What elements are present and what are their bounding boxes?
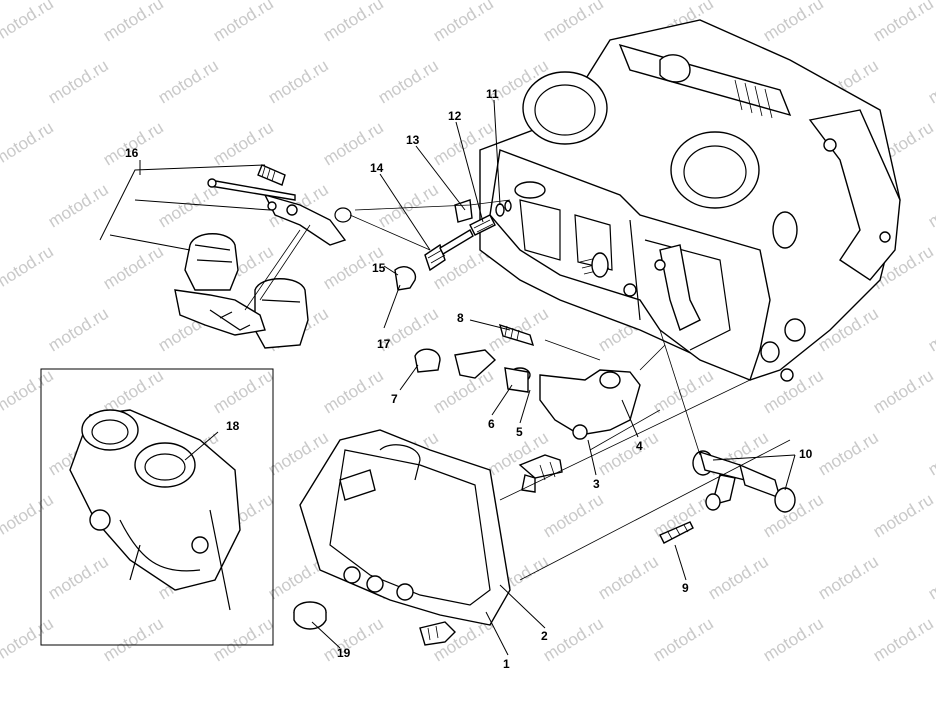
callout-19: 19 xyxy=(337,646,351,660)
carburetor-body xyxy=(479,19,901,382)
callout-12: 12 xyxy=(448,109,462,123)
callout-5: 5 xyxy=(516,425,523,439)
callout-8: 8 xyxy=(457,311,464,325)
inset-frame xyxy=(40,368,274,646)
callout-13: 13 xyxy=(406,133,420,147)
callout-17: 17 xyxy=(377,337,391,351)
inset-carburetor xyxy=(69,409,241,611)
callout-11: 11 xyxy=(486,87,499,101)
callout-4: 4 xyxy=(636,439,643,453)
callout-10: 10 xyxy=(799,447,813,461)
cover-assembly xyxy=(293,379,791,646)
tee-fitting xyxy=(659,329,796,544)
callout-6: 6 xyxy=(488,417,495,431)
callout-1: 1 xyxy=(503,657,510,671)
callout-15: 15 xyxy=(372,261,386,275)
small-parts xyxy=(349,199,512,291)
cable-bracket-assembly xyxy=(174,164,352,349)
callout-18: 18 xyxy=(226,419,240,433)
callout-9: 9 xyxy=(682,581,689,595)
callout-3: 3 xyxy=(593,477,600,491)
callout-14: 14 xyxy=(370,161,384,175)
fitting-parts xyxy=(414,323,666,493)
callout-2: 2 xyxy=(541,629,548,643)
callout-16: 16 xyxy=(125,146,139,160)
leader-lines xyxy=(99,99,796,656)
callout-7: 7 xyxy=(391,392,398,406)
